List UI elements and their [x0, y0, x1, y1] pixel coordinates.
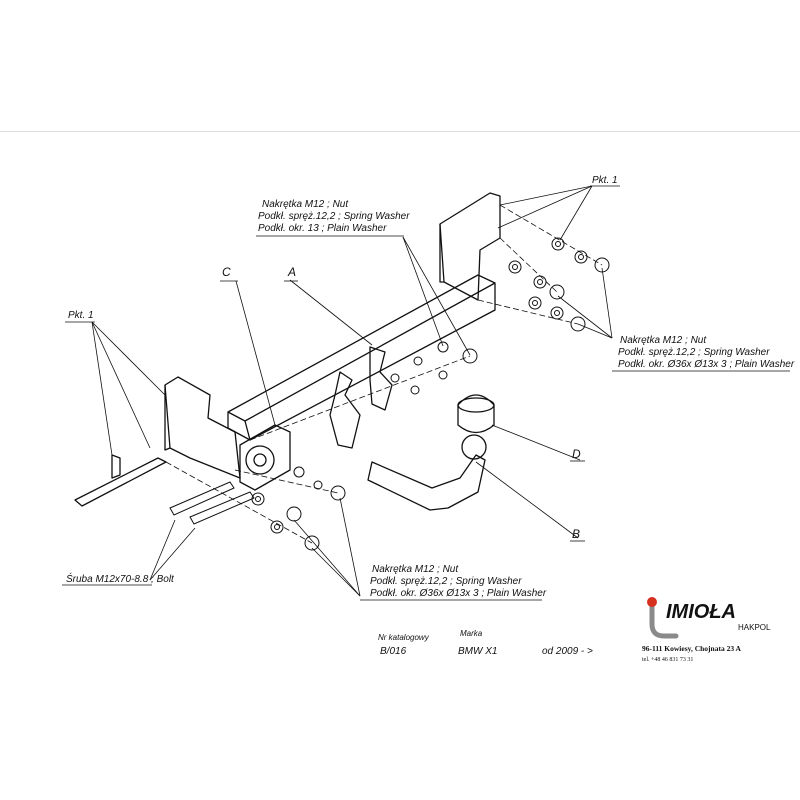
nut-top-line-3: Podkł. okr. 13 ; Plain Washer: [258, 223, 387, 234]
top-divider: [0, 131, 800, 132]
part-d-letter: D: [572, 447, 581, 461]
callout-pkt-top: Pkt. 1: [590, 175, 620, 187]
catalog-from-value: od 2009 - >: [542, 646, 593, 657]
part-b-letter: B: [572, 527, 580, 541]
nut-bottom-line-3: Podkł. okr. Ø36x Ø13x 3 ; Plain Washer: [370, 588, 547, 599]
logo-sub: HAKPOL: [738, 623, 771, 632]
towbar-frame: [74, 192, 501, 511]
logo-phone: tel. +48 46 831 73 31: [642, 657, 693, 663]
catalog-nr-value: B/016: [380, 646, 407, 657]
callout-nut-top: Nakrętka M12 ; Nut Podkł. spręż.12,2 ; S…: [256, 199, 410, 237]
nut-bottom-line-1: Nakrętka M12 ; Nut: [372, 564, 459, 575]
part-letters: C A D B: [220, 265, 585, 542]
nut-right-line-1: Nakrętka M12 ; Nut: [620, 335, 707, 346]
callout-pkt-left: Pkt. 1: [65, 310, 95, 323]
catalog-marka-value: BMW X1: [458, 646, 497, 657]
leader-lines: [91, 185, 613, 597]
nut-right-line-2: Podkł. spręż.12,2 ; Spring Washer: [618, 347, 770, 358]
pkt-left-label: Pkt. 1: [68, 310, 94, 321]
callout-nut-bottom: Nakrętka M12 ; Nut Podkł. spręż.12,2 ; S…: [360, 564, 547, 601]
nut-right-line-3: Podkł. okr. Ø36x Ø13x 3 ; Plain Washer: [618, 359, 795, 370]
tow-hook-icon: [647, 597, 679, 639]
part-a-letter: A: [287, 265, 296, 279]
callout-nut-right: Nakrętka M12 ; Nut Podkł. spręż.12,2 ; S…: [612, 335, 795, 372]
logo-address: 96-111 Kowiesy, Chojnata 23 A: [642, 644, 742, 653]
catalog-block: Nr katalogowy B/016 Marka BMW X1 od 2009…: [378, 629, 593, 657]
fasteners: [169, 237, 610, 551]
nut-top-line-2: Podkł. spręż.12,2 ; Spring Washer: [258, 211, 410, 222]
bolt-label: Śruba M12x70-8.8 ; Bolt: [66, 572, 175, 585]
catalog-marka-label: Marka: [460, 629, 483, 638]
pkt-top-right-label: Pkt. 1: [592, 175, 618, 186]
hakpol-logo: IMIOŁA HAKPOL 96-111 Kowiesy, Chojnata 2…: [642, 597, 771, 663]
nut-bottom-line-2: Podkł. spręż.12,2 ; Spring Washer: [370, 576, 522, 587]
part-c-letter: C: [222, 265, 231, 279]
nut-top-line-1: Nakrętka M12 ; Nut: [262, 199, 349, 210]
callout-bolt: Śruba M12x70-8.8 ; Bolt: [62, 572, 175, 586]
assembly-axis-lines: [165, 204, 603, 544]
logo-brand: IMIOŁA: [666, 601, 736, 623]
catalog-nr-label: Nr katalogowy: [378, 633, 430, 642]
